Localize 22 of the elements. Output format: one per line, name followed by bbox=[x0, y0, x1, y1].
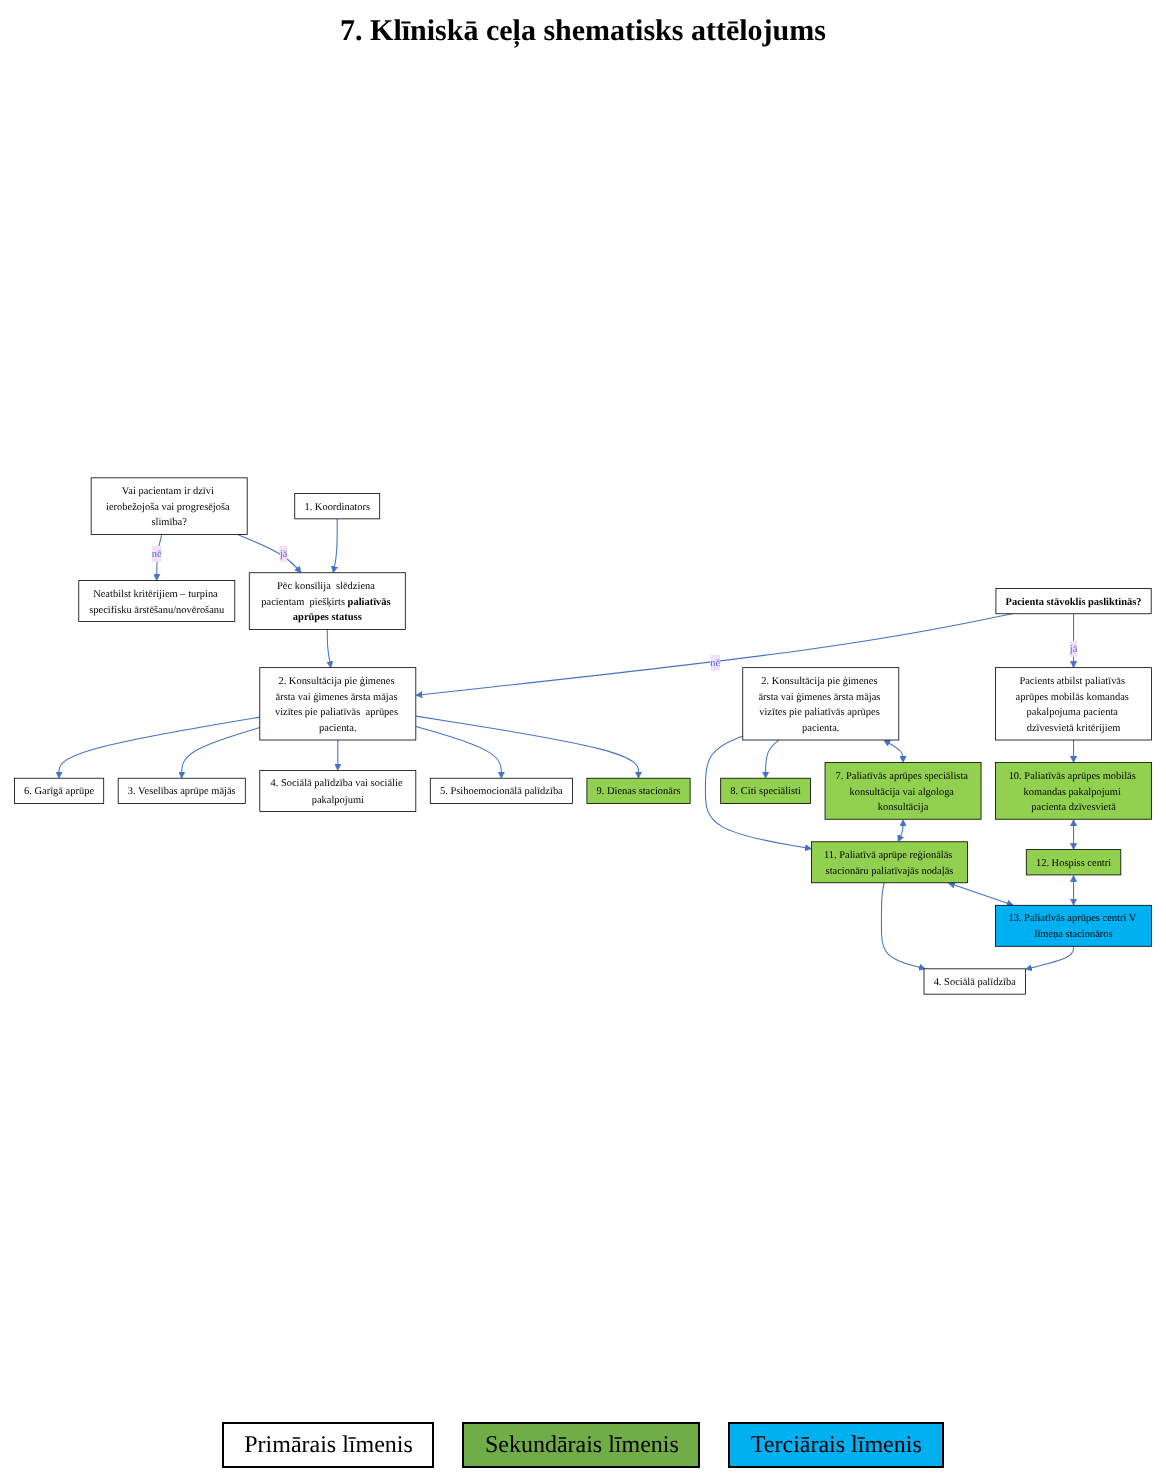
legend-item: Terciārais līmenis bbox=[728, 1422, 944, 1468]
arrow bbox=[1070, 874, 1078, 906]
arrow bbox=[237, 534, 302, 574]
arrow bbox=[415, 725, 505, 779]
arrow bbox=[880, 882, 926, 971]
arrow bbox=[1070, 739, 1078, 763]
legend-item: Sekundārais līmenis bbox=[462, 1422, 701, 1468]
diagram-title: 7. Klīniskā ceļa shematisks attēlojums bbox=[340, 16, 826, 50]
arrow bbox=[883, 739, 907, 763]
arrow bbox=[334, 739, 342, 771]
arrow bbox=[1070, 819, 1078, 850]
arrow bbox=[415, 613, 1013, 699]
arrow bbox=[762, 739, 780, 779]
arrow bbox=[948, 881, 1014, 907]
legend-item: Primārais līmenis bbox=[222, 1422, 435, 1468]
arrow bbox=[326, 628, 334, 668]
arrow bbox=[897, 819, 907, 843]
arrow bbox=[1025, 945, 1075, 972]
arrow bbox=[331, 518, 338, 574]
arrow bbox=[178, 727, 261, 779]
arrow bbox=[55, 716, 261, 779]
arrow bbox=[415, 715, 643, 779]
